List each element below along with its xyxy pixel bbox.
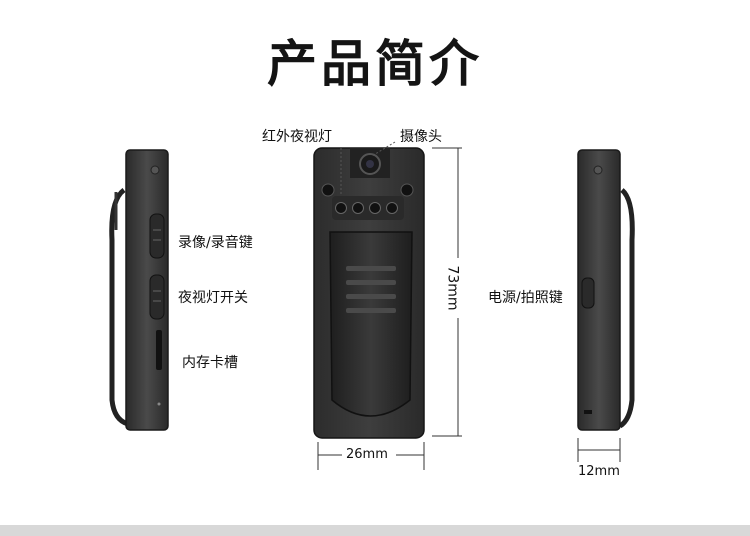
label-camera: 摄像头 (400, 129, 442, 145)
dimension-height: 73mm (444, 265, 461, 311)
depth-dimension-line (577, 438, 621, 462)
front-view (313, 147, 425, 439)
left-side-view (109, 149, 169, 431)
label-night-switch: 夜视灯开关 (178, 290, 248, 306)
callout-lines (340, 141, 396, 196)
page-title: 产品简介 (267, 35, 483, 93)
dimension-width: 26mm (346, 447, 388, 462)
label-power-key: 电源/拍照键 (488, 290, 563, 306)
label-ir-light: 红外夜视灯 (262, 129, 332, 145)
footer-bar (0, 525, 750, 536)
dimension-depth: 12mm (578, 464, 620, 479)
label-memory-slot: 内存卡槽 (182, 355, 238, 371)
label-record-key: 录像/录音键 (178, 235, 253, 251)
width-dimension-line (317, 442, 425, 470)
right-side-view (577, 149, 635, 431)
height-dimension-line (432, 147, 462, 437)
